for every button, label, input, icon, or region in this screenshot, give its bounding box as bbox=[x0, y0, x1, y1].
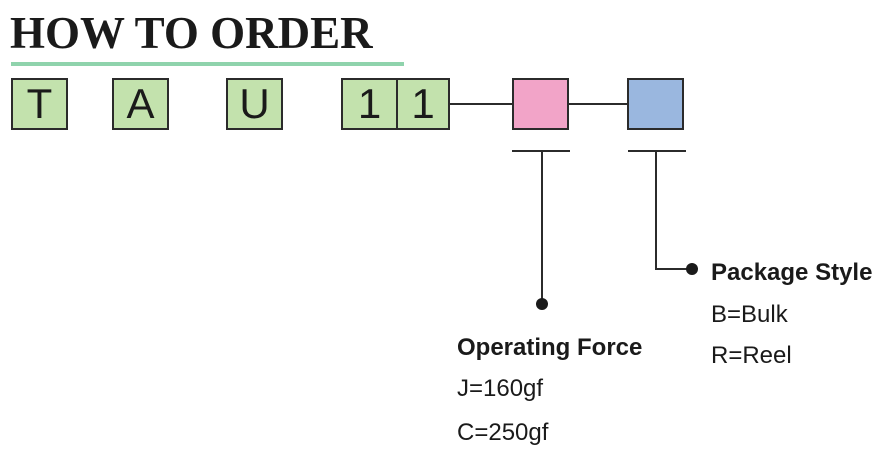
package-style-leader-horizontal bbox=[655, 268, 693, 270]
page-title: HOW TO ORDER bbox=[10, 8, 373, 58]
code-box-a: A bbox=[112, 78, 169, 130]
operating-force-heading: Operating Force bbox=[457, 334, 643, 361]
code-box-1-first: 1 bbox=[341, 78, 398, 130]
package-style-heading: Package Style bbox=[711, 259, 873, 286]
code-box-u: U bbox=[226, 78, 283, 130]
code-box-1-second: 1 bbox=[396, 78, 450, 130]
connector-line-force-to-package bbox=[569, 103, 627, 105]
operating-force-option-c: C=250gf bbox=[457, 419, 549, 446]
package-style-option-b: B=Bulk bbox=[711, 301, 788, 328]
package-style-box bbox=[627, 78, 684, 130]
package-style-dot bbox=[686, 263, 698, 275]
connector-line-code-to-force bbox=[450, 103, 512, 105]
package-style-leader-line bbox=[655, 150, 657, 270]
code-box-t: T bbox=[11, 78, 68, 130]
package-style-bracket bbox=[628, 150, 686, 152]
operating-force-dot bbox=[536, 298, 548, 310]
operating-force-option-j: J=160gf bbox=[457, 375, 544, 402]
package-style-option-r: R=Reel bbox=[711, 342, 792, 369]
title-underline bbox=[11, 62, 404, 66]
operating-force-leader-line bbox=[541, 150, 543, 300]
operating-force-box bbox=[512, 78, 569, 130]
